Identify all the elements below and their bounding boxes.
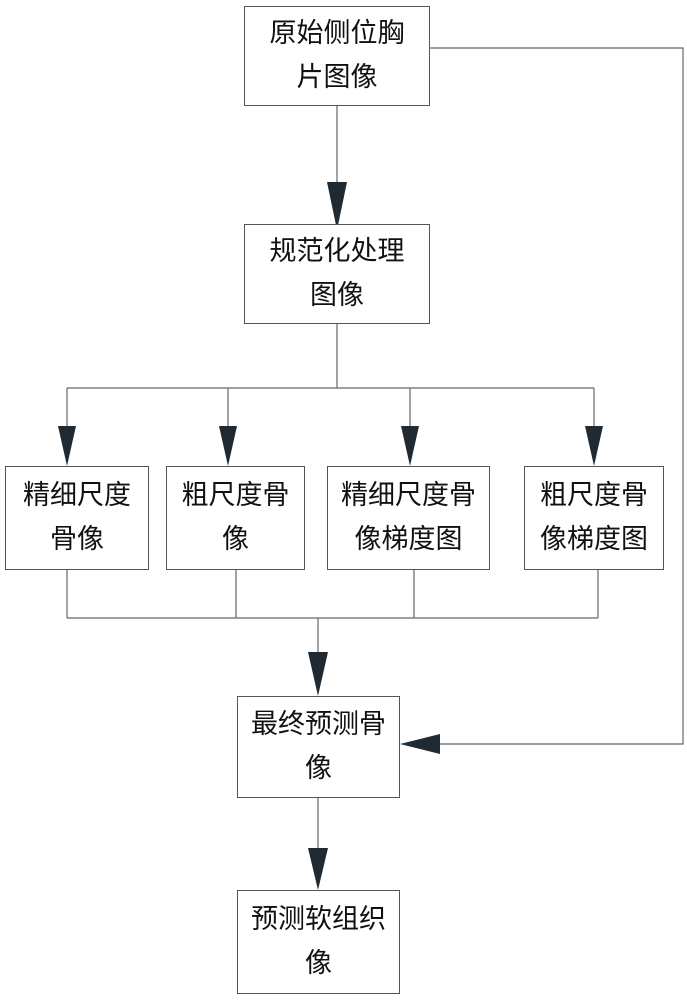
node-fine-grad-line1: 精细尺度骨 xyxy=(341,480,476,511)
node-fine-scale-bone: 精细尺度骨像 xyxy=(5,466,149,570)
node-original-line2: 片图像 xyxy=(296,62,378,93)
arrowhead-bypass xyxy=(400,734,440,754)
node-fine-bone-line2: 骨像 xyxy=(50,524,104,555)
node-soft-line2: 像 xyxy=(305,948,332,979)
node-coarse-scale-gradient: 粗尺度骨像梯度图 xyxy=(524,466,664,570)
node-coarse-scale-bone: 粗尺度骨像 xyxy=(166,466,305,570)
node-predicted-soft-tissue: 预测软组织像 xyxy=(237,890,400,994)
node-coarse-bone-line1: 粗尺度骨 xyxy=(181,480,290,511)
node-coarse-bone-line2: 像 xyxy=(222,524,249,555)
node-original-image: 原始侧位胸片图像 xyxy=(244,6,430,106)
node-normalized-image: 规范化处理图像 xyxy=(244,224,430,324)
node-final-line2: 像 xyxy=(305,753,332,784)
arrowhead-fine-grad xyxy=(401,426,419,466)
node-fine-grad-line2: 像梯度图 xyxy=(354,524,463,555)
node-soft-line1: 预测软组织 xyxy=(251,904,386,935)
arrowhead-fine-bone xyxy=(58,426,76,466)
arrowhead-soft xyxy=(308,848,328,890)
node-coarse-grad-line1: 粗尺度骨 xyxy=(540,480,648,511)
arrowhead-normalized xyxy=(327,182,347,230)
node-final-line1: 最终预测骨 xyxy=(251,709,386,740)
arrowhead-final xyxy=(308,652,328,696)
node-coarse-grad-line2: 像梯度图 xyxy=(540,524,648,555)
edge-bypass-original-to-final xyxy=(430,47,684,745)
node-normalized-line2: 图像 xyxy=(310,280,364,311)
node-fine-bone-line1: 精细尺度 xyxy=(23,480,131,511)
node-original-line1: 原始侧位胸 xyxy=(269,18,405,49)
node-normalized-line1: 规范化处理 xyxy=(269,236,405,267)
node-fine-scale-gradient: 精细尺度骨像梯度图 xyxy=(327,466,490,570)
arrowhead-coarse-grad xyxy=(585,426,603,466)
node-final-predicted-bone: 最终预测骨像 xyxy=(237,696,400,798)
arrowhead-coarse-bone xyxy=(219,426,237,466)
